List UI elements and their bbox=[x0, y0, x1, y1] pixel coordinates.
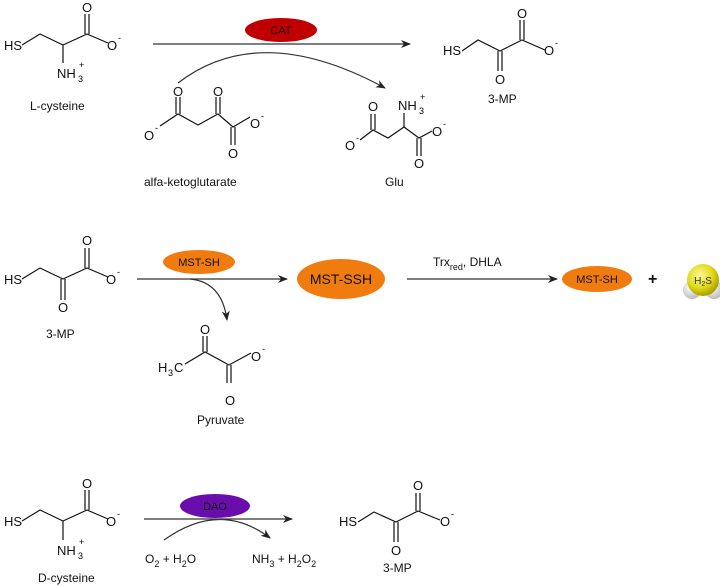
atom-o: O bbox=[368, 99, 378, 114]
charge-plus: + bbox=[420, 92, 425, 102]
cat-enzyme-label: CAT bbox=[270, 25, 291, 37]
atom-o: O bbox=[82, 0, 92, 15]
3-mp-label: 3-MP bbox=[488, 92, 517, 106]
atom-o: O bbox=[58, 300, 68, 315]
3-mp-structure: HS O O - O bbox=[4, 233, 120, 315]
atom-o: O bbox=[173, 84, 183, 99]
glu-label: Glu bbox=[385, 175, 404, 189]
atom-nh: NH bbox=[398, 98, 417, 113]
atom-nh: NH bbox=[57, 66, 76, 81]
atom-hs: HS bbox=[4, 272, 22, 287]
atom-o-minus: O bbox=[345, 138, 355, 153]
h2s-molecule-icon: H2S bbox=[683, 264, 720, 299]
atom-o: O bbox=[200, 322, 210, 337]
transamination-arrow bbox=[177, 52, 386, 89]
atom-o-minus: O bbox=[107, 38, 117, 53]
charge-minus: - bbox=[451, 509, 454, 519]
atom-nh: NH bbox=[57, 543, 76, 558]
atom-h-subscript: 3 bbox=[168, 368, 173, 378]
glu-structure: O - O NH 3 + O - O bbox=[345, 92, 446, 171]
mst-sh-enzyme-ellipse bbox=[163, 250, 235, 274]
plus-sign: + bbox=[648, 271, 657, 288]
d-cysteine-label: D-cysteine bbox=[38, 571, 95, 585]
alfa-ketoglutarate-structure: O - O O O - O bbox=[144, 84, 264, 161]
atom-hs: HS bbox=[4, 514, 22, 529]
mst-sh-product-ellipse bbox=[562, 266, 632, 292]
reaction-3: HS O O - NH 3 + D-cysteine DAO O2 + H2O … bbox=[4, 476, 454, 585]
atom-o: O bbox=[495, 72, 505, 87]
mst-sh-product-label: MST-SH bbox=[576, 274, 618, 286]
3-mp-structure: HS O O - O bbox=[339, 478, 454, 558]
charge-plus: + bbox=[79, 60, 84, 70]
atom-o-minus: O bbox=[544, 43, 554, 58]
atom-o-minus: O bbox=[440, 514, 450, 529]
atom-o-minus: O bbox=[250, 116, 260, 131]
atom-o-minus: O bbox=[106, 272, 116, 287]
inputs-label: O2 + H2O bbox=[145, 552, 196, 569]
pyruvate-release-arrow bbox=[189, 278, 230, 321]
atom-o: O bbox=[225, 393, 235, 408]
l-cysteine-structure: HS O O - NH 3 + bbox=[4, 0, 121, 84]
atom-o: O bbox=[517, 6, 527, 21]
atom-c: C bbox=[174, 360, 183, 375]
atom-o: O bbox=[213, 84, 223, 99]
atom-nh-subscript: 3 bbox=[78, 551, 83, 561]
atom-o: O bbox=[82, 233, 92, 248]
3-mp-structure: HS O O - O bbox=[443, 6, 558, 87]
charge-minus: - bbox=[262, 344, 265, 354]
d-cysteine-structure: HS O O - NH 3 + bbox=[4, 476, 120, 561]
outputs-label: NH3 + H2O2 bbox=[252, 552, 316, 569]
mst-ssh-label: MST-SSH bbox=[310, 271, 372, 287]
atom-o-minus: O bbox=[106, 514, 116, 529]
charge-minus: - bbox=[555, 38, 558, 48]
3-mp-label: 3-MP bbox=[46, 327, 75, 341]
charge-minus: - bbox=[118, 33, 121, 43]
cat-enzyme-ellipse bbox=[245, 18, 317, 42]
atom-hs: HS bbox=[4, 38, 22, 53]
atom-nh-subscript: 3 bbox=[419, 106, 424, 116]
h2s-label: H2S bbox=[694, 276, 712, 288]
atom-o: O bbox=[413, 478, 423, 493]
atom-o-minus: O bbox=[432, 124, 442, 139]
reductant-label: Trxred, DHLA bbox=[433, 255, 502, 272]
charge-minus: - bbox=[117, 509, 120, 519]
alfa-ketoglutarate-label: alfa-ketoglutarate bbox=[144, 175, 237, 189]
charge-minus: - bbox=[117, 267, 120, 277]
charge-plus: + bbox=[79, 537, 84, 547]
atom-o: O bbox=[144, 128, 154, 143]
l-cysteine-label: L-cysteine bbox=[30, 99, 85, 113]
atom-h: H bbox=[158, 360, 167, 375]
atom-hs: HS bbox=[443, 43, 461, 58]
dao-enzyme-label: DAO bbox=[203, 501, 227, 513]
3-mp-label: 3-MP bbox=[383, 561, 412, 575]
atom-nh-subscript: 3 bbox=[78, 74, 83, 84]
atom-o: O bbox=[82, 476, 92, 491]
charge-minus: - bbox=[261, 111, 264, 121]
charge-minus: - bbox=[443, 119, 446, 129]
reaction-1: HS O O - NH 3 + L-cysteine CAT O - O O O… bbox=[4, 0, 558, 189]
reaction-2: HS O O - O 3-MP MST-SH O H 3 C O - O Pyr… bbox=[4, 233, 720, 427]
pyruvate-label: Pyruvate bbox=[197, 413, 245, 427]
atom-o: O bbox=[228, 146, 238, 161]
mst-ssh-ellipse bbox=[297, 259, 385, 299]
atom-o: O bbox=[391, 543, 401, 558]
dao-enzyme-ellipse bbox=[180, 494, 250, 518]
mst-sh-enzyme-label: MST-SH bbox=[178, 257, 220, 269]
charge-minus: - bbox=[356, 133, 359, 143]
oxidation-arrow bbox=[163, 518, 271, 541]
charge-minus: - bbox=[155, 123, 158, 133]
atom-hs: HS bbox=[339, 514, 357, 529]
atom-o: O bbox=[414, 156, 424, 171]
atom-o-minus: O bbox=[251, 349, 261, 364]
pyruvate-structure: O H 3 C O - O bbox=[158, 322, 265, 408]
